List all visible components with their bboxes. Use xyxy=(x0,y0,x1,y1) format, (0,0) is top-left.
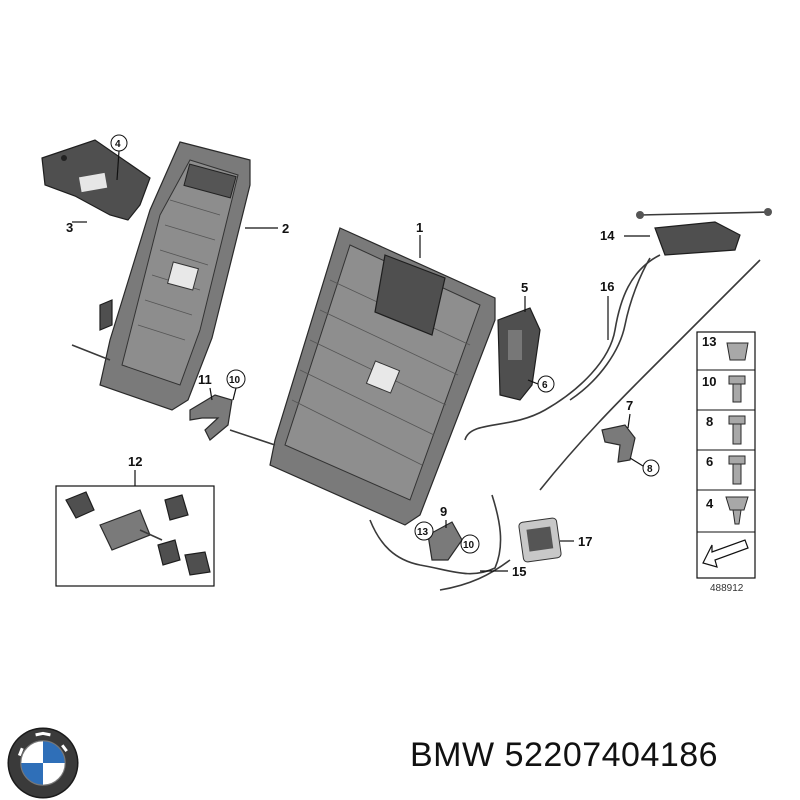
callout-7: 7 xyxy=(626,398,633,413)
part-7-bracket xyxy=(601,424,636,463)
callout-4: 4 xyxy=(115,139,121,150)
callout-10-b: 10 xyxy=(463,540,475,551)
part-14-actuator xyxy=(636,208,772,256)
callout-3: 3 xyxy=(66,220,73,235)
part-17-switch xyxy=(518,517,562,563)
legend-label-4: 4 xyxy=(706,496,714,511)
callout-15: 15 xyxy=(512,564,526,579)
parts-legend: 13 10 8 6 4 xyxy=(696,331,756,579)
exploded-parts-diagram: 3 4 2 11 10 12 xyxy=(41,134,772,594)
reference-number: 488912 xyxy=(710,583,744,594)
part-3-cover xyxy=(41,139,151,221)
part-5-lock xyxy=(497,307,541,401)
callout-8-a: 8 xyxy=(647,464,653,475)
part-1-seat-back xyxy=(229,227,496,526)
callout-9: 9 xyxy=(440,504,447,519)
callout-5: 5 xyxy=(521,280,528,295)
part-9-lever xyxy=(427,521,463,561)
part-12-kit xyxy=(55,470,215,587)
part-11-bracket xyxy=(189,394,233,441)
callout-16: 16 xyxy=(600,279,614,294)
part-number: 52207404186 xyxy=(504,736,719,774)
callout-10-a: 10 xyxy=(229,375,241,386)
legend-label-13: 13 xyxy=(702,334,716,349)
legend-label-8: 8 xyxy=(706,414,713,429)
legend-label-6: 6 xyxy=(706,454,713,469)
callout-17: 17 xyxy=(578,534,592,549)
callout-12: 12 xyxy=(128,454,142,469)
callout-2: 2 xyxy=(282,221,289,236)
callout-1: 1 xyxy=(416,220,423,235)
direction-arrow-icon xyxy=(702,539,749,568)
callout-11: 11 xyxy=(198,372,212,387)
callout-13-a: 13 xyxy=(417,527,429,538)
bmw-roundel-icon xyxy=(7,727,79,799)
brand-name: BMW xyxy=(410,736,495,774)
part-2-seat-frame xyxy=(71,141,251,411)
legend-label-10: 10 xyxy=(702,374,716,389)
callout-14: 14 xyxy=(600,228,615,243)
callout-6-a: 6 xyxy=(542,380,548,391)
